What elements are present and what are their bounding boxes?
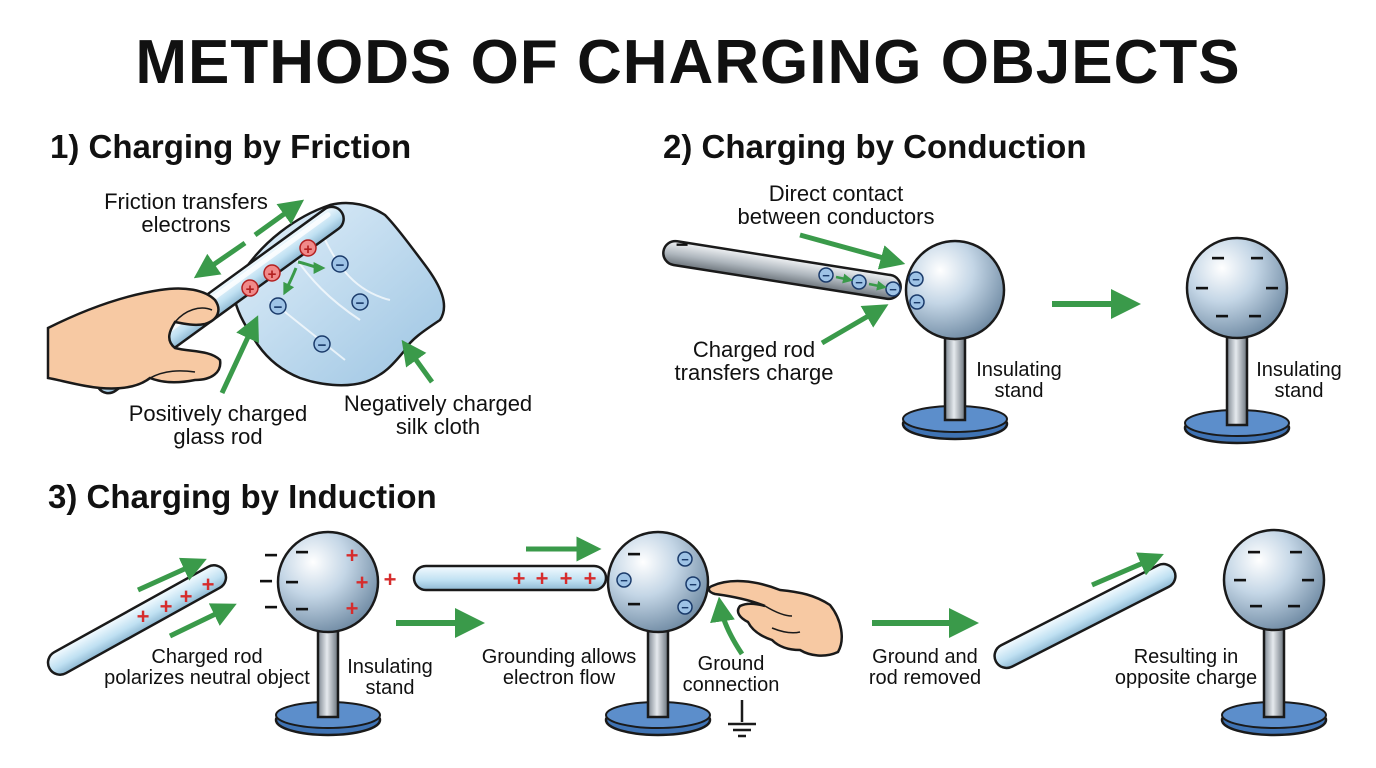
stand-pole bbox=[1225, 328, 1249, 427]
electron: − bbox=[822, 268, 830, 283]
friction-scene bbox=[46, 201, 446, 395]
negative-charge: − bbox=[1247, 539, 1261, 566]
electron: − bbox=[274, 299, 283, 316]
negative-charge: − bbox=[295, 596, 309, 623]
arrow-transfer bbox=[297, 260, 326, 274]
arrow-down-left bbox=[193, 240, 247, 279]
negative-charge: − bbox=[264, 542, 278, 569]
metal-sphere bbox=[904, 239, 1006, 341]
positive-charge: + bbox=[384, 567, 397, 592]
positive-charge: + bbox=[513, 566, 526, 591]
arrow-ground-connection bbox=[710, 596, 745, 656]
removed-rod bbox=[993, 562, 1177, 670]
hand bbox=[46, 287, 222, 390]
negative-charge: − bbox=[1250, 245, 1264, 272]
negative-charge: − bbox=[1249, 593, 1263, 620]
positive-charge: + bbox=[160, 594, 173, 619]
negative-charge: − bbox=[1265, 275, 1279, 302]
positive-charge: + bbox=[137, 604, 150, 629]
charged-rod bbox=[46, 564, 228, 676]
section-heading-induction: 3) Charging by Induction bbox=[48, 478, 437, 515]
positive-charge: + bbox=[346, 543, 359, 568]
friction-charges: + + + − − − − bbox=[241, 239, 369, 354]
arrow-rod-label bbox=[219, 315, 259, 395]
charged-rod bbox=[412, 564, 608, 592]
negative-charge: − bbox=[295, 539, 309, 566]
arrow-up-right bbox=[253, 199, 305, 238]
friction-arrows bbox=[193, 199, 435, 395]
negative-charge: − bbox=[1248, 303, 1262, 330]
section-heading-friction: 1) Charging by Friction bbox=[50, 128, 412, 165]
negative-charge: − bbox=[1287, 593, 1301, 620]
section-heading-conduction: 2) Charging by Conduction bbox=[663, 128, 1087, 165]
negative-charge: − bbox=[1215, 303, 1229, 330]
negative-charge: − bbox=[1289, 539, 1303, 566]
stand-pole bbox=[1262, 623, 1286, 719]
charged-sphere bbox=[1222, 528, 1326, 632]
electron: − bbox=[336, 257, 345, 274]
electron: − bbox=[913, 295, 921, 310]
positive-charge: + bbox=[180, 584, 193, 609]
electron: − bbox=[681, 600, 689, 615]
negative-charge: − bbox=[259, 568, 273, 595]
positive-charge: + bbox=[536, 566, 549, 591]
negative-charge: − bbox=[1211, 245, 1225, 272]
positive-charge: + bbox=[560, 566, 573, 591]
rod-negative-symbol: − bbox=[676, 232, 689, 257]
negative-charge: − bbox=[264, 594, 278, 621]
negative-charge: − bbox=[627, 591, 641, 618]
negative-charge: − bbox=[1233, 567, 1247, 594]
electron: − bbox=[912, 272, 920, 287]
electron: − bbox=[681, 552, 689, 567]
positive-charge: + bbox=[356, 570, 369, 595]
electron: − bbox=[889, 282, 897, 297]
negative-charge: − bbox=[1301, 567, 1315, 594]
electron: − bbox=[689, 577, 697, 592]
positive-charge: + bbox=[304, 241, 313, 258]
negative-charge: − bbox=[285, 569, 299, 596]
arrow-contact-label bbox=[799, 232, 906, 270]
conduction-scene: − − − − − − bbox=[662, 232, 1291, 445]
positive-charge: + bbox=[246, 281, 255, 298]
positive-charge: + bbox=[346, 596, 359, 621]
arrow-transfer bbox=[283, 267, 298, 296]
negative-charge: − bbox=[627, 541, 641, 568]
positive-charge: + bbox=[268, 266, 277, 283]
arrow-cloth-label bbox=[401, 339, 435, 384]
electron: − bbox=[356, 295, 365, 312]
stand-pole bbox=[646, 623, 670, 719]
induction-scene: + + + + − − − − − − + bbox=[46, 528, 1328, 738]
metal-sphere bbox=[276, 530, 380, 634]
charged-sphere bbox=[1185, 236, 1289, 340]
positive-charge: + bbox=[202, 572, 215, 597]
positive-charge: + bbox=[584, 566, 597, 591]
electron: − bbox=[855, 275, 863, 290]
negative-charge: − bbox=[1195, 275, 1209, 302]
arrow-rod-label bbox=[820, 304, 889, 346]
ground-symbol bbox=[728, 700, 756, 738]
page-title: METHODS OF CHARGING OBJECTS bbox=[135, 28, 1241, 97]
finger-hand bbox=[707, 579, 843, 657]
electron: − bbox=[318, 337, 327, 354]
charged-rod bbox=[662, 239, 902, 301]
electron: − bbox=[620, 573, 628, 588]
